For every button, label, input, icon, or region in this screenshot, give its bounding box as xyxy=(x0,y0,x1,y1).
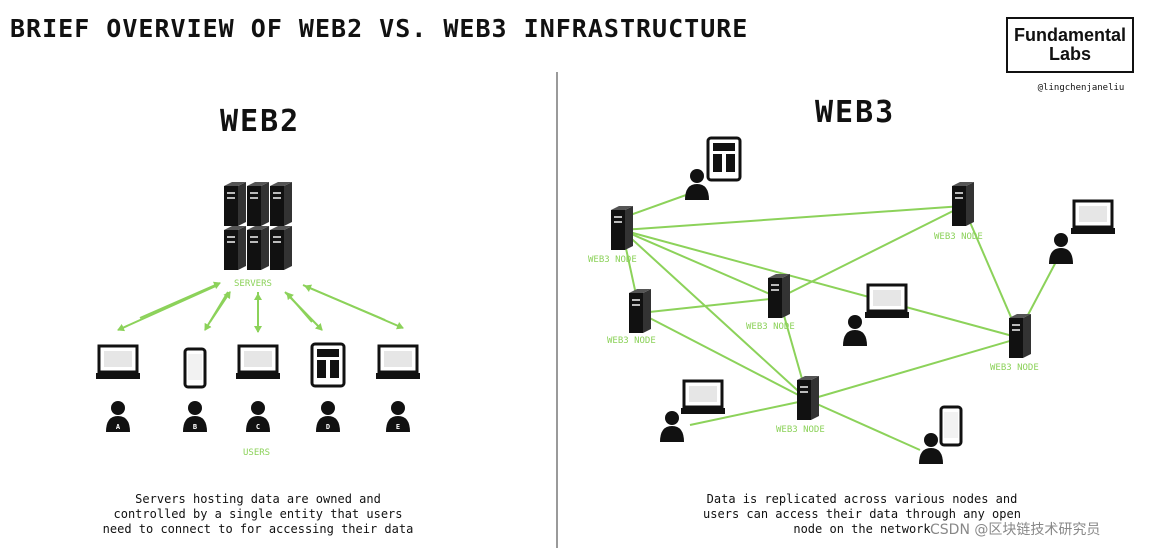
web3-node-label-1: WEB3 NODE xyxy=(588,255,637,265)
server-icon-3 xyxy=(270,182,292,226)
web2-user-icon-3: C xyxy=(246,401,270,432)
web3-node-label-4: WEB3 NODE xyxy=(607,336,656,346)
web2-caption-line-3: need to connect to for accessing their d… xyxy=(102,522,414,536)
web3-node-icon-6 xyxy=(797,376,819,420)
web3-tablet-icon xyxy=(706,136,742,182)
web2-laptop-icon-1 xyxy=(96,344,140,379)
web2-user-icon-1: A xyxy=(106,401,130,432)
web2-user-icon-4: D xyxy=(316,401,340,432)
section-divider xyxy=(556,72,558,548)
web2-phone-icon-2 xyxy=(183,347,207,389)
web3-link-user-left xyxy=(689,399,809,426)
web3-node-icon-5 xyxy=(1009,314,1031,358)
web2-user-icon-2: B xyxy=(183,401,207,432)
watermark: CSDN @区块链技术研究员 xyxy=(930,522,1101,538)
svg-text:E: E xyxy=(396,423,400,431)
web2-laptop-icon-5 xyxy=(376,344,420,379)
fundamental-labs-logo: Fundamental Labs xyxy=(1006,17,1134,73)
web3-node-label-5: WEB3 NODE xyxy=(990,363,1039,373)
web3-link-11 xyxy=(807,337,1021,401)
web3-link-4 xyxy=(621,229,809,401)
server-icon-1 xyxy=(224,182,246,226)
server-icon-4 xyxy=(224,226,246,270)
web3-laptop-icon-3 xyxy=(681,379,725,414)
svg-text:B: B xyxy=(193,423,197,431)
users-label: USERS xyxy=(243,448,271,458)
web3-link-1 xyxy=(621,205,964,231)
web3-link-5 xyxy=(621,229,1021,339)
server-icon-5 xyxy=(247,226,269,270)
web3-link-8 xyxy=(639,297,780,314)
web3-node-icon-2 xyxy=(952,182,974,226)
web3-link-7 xyxy=(962,205,1021,339)
web3-caption: Data is replicated across various nodes … xyxy=(703,492,1021,537)
web3-user-icon-2 xyxy=(1049,233,1073,264)
web2-caption-line-1: Servers hosting data are owned and xyxy=(135,492,381,506)
svg-text:C: C xyxy=(256,423,260,431)
web3-user-icon-4 xyxy=(660,411,684,442)
web2-caption: Servers hosting data are owned and contr… xyxy=(103,492,414,537)
web2-tablet-icon-4 xyxy=(310,342,346,388)
web3-node-icon-4 xyxy=(629,289,651,333)
web3-phone-icon xyxy=(939,405,963,447)
web3-link-10 xyxy=(639,312,809,401)
svg-text:A: A xyxy=(116,423,121,431)
arrow-to-servers-d xyxy=(286,292,313,323)
logo-line-1: Fundamental xyxy=(1013,25,1126,45)
arrow-to-servers-a xyxy=(139,281,221,319)
web2-user-icon-5: E xyxy=(386,401,410,432)
arrow-to-servers-e xyxy=(304,284,386,321)
web2-laptop-icon-3 xyxy=(236,344,280,379)
arrow-to-servers-b xyxy=(209,291,231,323)
page-title: BRIEF OVERVIEW OF WEB2 VS. WEB3 INFRASTR… xyxy=(10,14,749,43)
web3-laptop-icon-1 xyxy=(1071,199,1115,234)
web3-node-label-6: WEB3 NODE xyxy=(776,425,825,435)
logo-line-2: Labs xyxy=(1048,44,1091,64)
web3-user-icon-5 xyxy=(919,433,943,464)
web3-link-6 xyxy=(778,205,964,299)
web3-node-icon-3 xyxy=(768,274,790,318)
web3-user-icon-3 xyxy=(843,315,867,346)
web3-caption-line-3: node on the network xyxy=(793,522,931,536)
web3-node-label-2: WEB3 NODE xyxy=(934,232,983,242)
web3-node-icon-1 xyxy=(611,206,633,250)
web3-link-user-bottom xyxy=(807,399,921,451)
server-icon-6 xyxy=(270,226,292,270)
servers-label: SERVERS xyxy=(234,279,272,289)
web2-title: WEB2 xyxy=(220,104,301,139)
web2-caption-line-2: controlled by a single entity that users xyxy=(113,507,403,521)
web3-caption-line-1: Data is replicated across various nodes … xyxy=(706,492,1018,506)
server-icon-2 xyxy=(247,182,269,226)
web3-node-label-3: WEB3 NODE xyxy=(746,322,795,332)
web3-title: WEB3 xyxy=(815,95,896,130)
web3-laptop-icon-2 xyxy=(865,283,909,318)
author-handle: @lingchenjaneliu xyxy=(1037,83,1125,93)
arrow-to-user-a xyxy=(117,284,219,332)
svg-text:D: D xyxy=(326,423,330,431)
web3-link-2 xyxy=(621,229,780,299)
web3-caption-line-2: users can access their data through any … xyxy=(703,507,1021,521)
web3-user-icon-1 xyxy=(685,169,709,200)
